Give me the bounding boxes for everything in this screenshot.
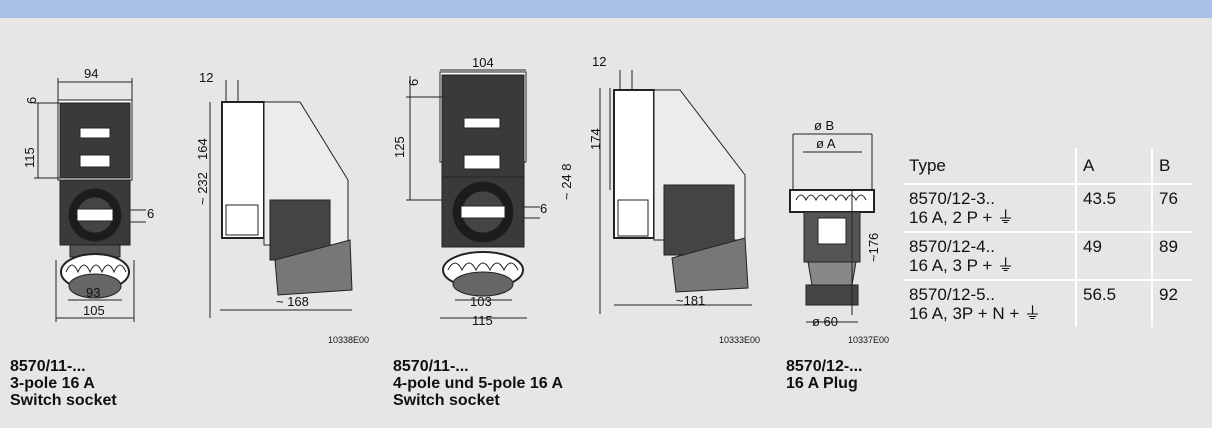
- dim-164: 164: [195, 138, 210, 160]
- dim-103: 103: [470, 294, 492, 309]
- table-row: 8570/12-4..16 A, 3 P + ⏚ 49 89: [903, 231, 1191, 280]
- type-cell: 8570/12-3..16 A, 2 P + ⏚: [903, 183, 1076, 232]
- drawing-3pole-side: 12 164 ~ 232 ~ 168 10338E00: [195, 70, 369, 345]
- dim-104: 104: [472, 55, 494, 70]
- dim-phi-b: ø B: [814, 118, 834, 133]
- drawing-45pole-front: 104 6 125 6 103 115: [392, 55, 547, 328]
- dim-12b: 12: [592, 54, 606, 69]
- dim-174: 174: [588, 128, 603, 150]
- header-b: B: [1151, 148, 1191, 184]
- b-cell: 76: [1151, 183, 1191, 232]
- table-header-row: Type A B: [903, 148, 1191, 184]
- dim-6: 6: [24, 97, 39, 104]
- type-table: Type A B 8570/12-3..16 A, 2 P + ⏚ 43.5 7…: [903, 148, 1191, 327]
- dim-176: ~176: [866, 233, 881, 262]
- dim-232: ~ 232: [195, 172, 210, 205]
- dim-phi-60: ø 60: [812, 314, 838, 329]
- drawing-plug: ø B ø A ~176 ø 60 10337E00: [789, 118, 889, 345]
- a-cell: 56.5: [1075, 279, 1152, 327]
- b-cell: 89: [1151, 231, 1191, 280]
- caption-45pole: 8570/11-... 4-pole und 5-pole 16 A Switc…: [393, 358, 564, 409]
- table-row: 8570/12-3..16 A, 2 P + ⏚ 43.5 76: [903, 183, 1191, 232]
- header-a: A: [1075, 148, 1152, 184]
- dim-side-6b: 6: [540, 201, 547, 216]
- caption-plug: 8570/12-... 16 A Plug: [786, 358, 863, 392]
- a-cell: 49: [1075, 231, 1152, 280]
- dim-h6: 6: [406, 79, 421, 86]
- dim-248: ~ 24 8: [559, 163, 574, 200]
- a-cell: 43.5: [1075, 183, 1152, 232]
- dim-125: 125: [392, 136, 407, 158]
- dim-115: 115: [22, 147, 37, 168]
- dim-side-6: 6: [147, 206, 154, 221]
- dim-105: 105: [83, 303, 105, 318]
- dim-181: ~181: [676, 293, 705, 308]
- drawing-code-3: 10337E00: [848, 335, 889, 345]
- dim-168: ~ 168: [276, 294, 309, 309]
- type-cell: 8570/12-5..16 A, 3P + N + ⏚: [903, 279, 1076, 327]
- drawing-45pole-side: 12 174 ~ 24 8 ~181 10333E00: [559, 54, 760, 345]
- dim-phi-a: ø A: [816, 136, 836, 151]
- dim-12: 12: [199, 70, 213, 85]
- dim-115b: 115: [472, 313, 493, 328]
- table-row: 8570/12-5..16 A, 3P + N + ⏚ 56.5 92: [903, 279, 1191, 327]
- caption-3pole: 8570/11-... 3-pole 16 A Switch socket: [10, 358, 117, 409]
- type-cell: 8570/12-4..16 A, 3 P + ⏚: [903, 231, 1076, 280]
- header-type: Type: [909, 156, 946, 175]
- header-bar: [0, 0, 1212, 18]
- dim-94: 94: [84, 66, 98, 81]
- drawing-3pole-front: 94 6 115 6 93 105: [22, 66, 154, 322]
- drawing-code-1: 10338E00: [328, 335, 369, 345]
- dim-93: 93: [86, 285, 100, 300]
- drawing-code-2: 10333E00: [719, 335, 760, 345]
- b-cell: 92: [1151, 279, 1191, 327]
